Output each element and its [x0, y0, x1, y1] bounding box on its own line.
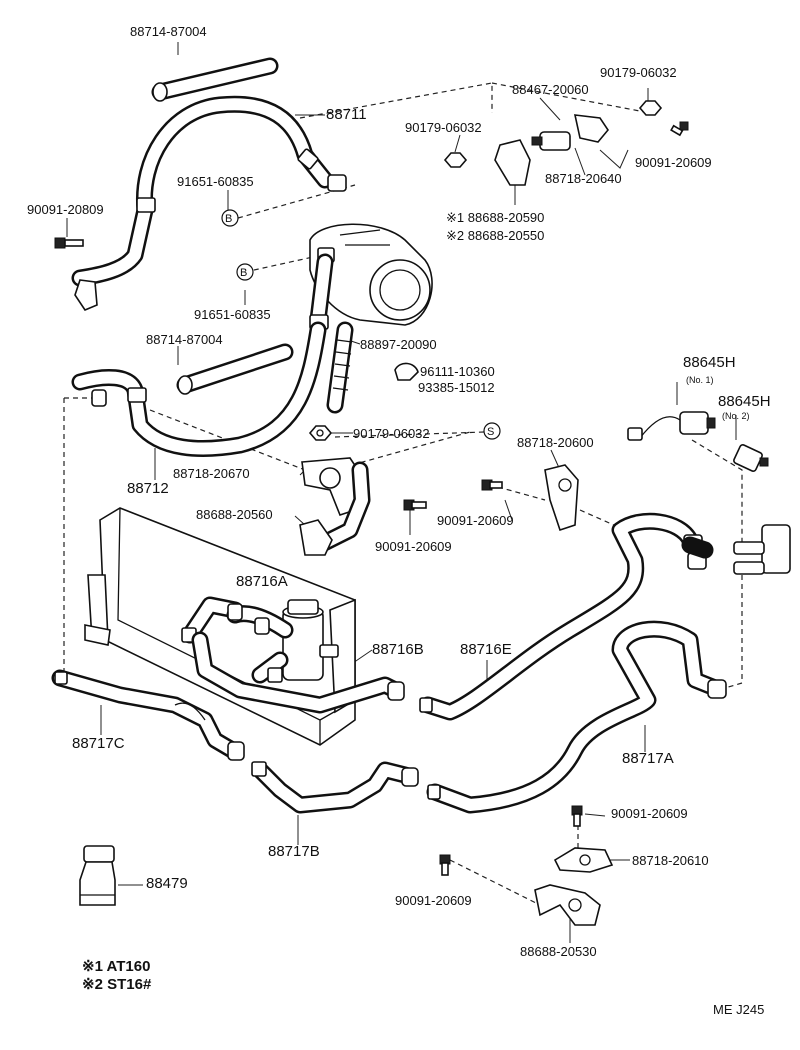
s-marker-text: S	[487, 426, 494, 438]
b-marker-text-2: B	[240, 267, 247, 279]
label-bracket-alt-2: ※2 88688-20550	[446, 229, 544, 243]
label-bracket-88718-20640: 88718-20640	[545, 171, 622, 186]
note-1-mark: ※1	[82, 958, 103, 975]
label-bracket-88718-20610: 88718-20610	[632, 853, 709, 868]
label-bolt-low: 90091-20609	[395, 893, 472, 908]
label-cap-88479: 88479	[146, 875, 188, 892]
label-bracket-88688-20560: 88688-20560	[196, 507, 273, 522]
note-1-text: AT160	[106, 958, 151, 975]
label-switch-88645h-no1: 88645H	[683, 354, 736, 371]
b-marker-text-1: B	[225, 213, 232, 225]
note-mark-1: ※1	[446, 210, 465, 225]
label-bracket-88688-20530: 88688-20530	[520, 944, 597, 959]
footer-code: ME J245	[713, 1002, 765, 1017]
label-bracket-88718-20670: 88718-20670	[173, 466, 250, 481]
label-bracket-88688-20550: 88688-20550	[467, 228, 545, 243]
label-bolt-left: 90091-20809	[27, 202, 104, 217]
label-tube-88716b: 88716B	[372, 641, 424, 658]
label-bracket-88688-20590: 88688-20590	[467, 210, 545, 225]
label-bolt-mid: 90091-20609	[375, 539, 452, 554]
label-receiver-88716a: 88716A	[236, 573, 288, 590]
label-oring-lower: 91651-60835	[194, 307, 271, 322]
note-2: ※2 ST16#	[82, 976, 152, 993]
label-switch-no1-sub: (No. 1)	[686, 375, 714, 385]
label-switch-no2-sub: (No. 2)	[722, 411, 750, 421]
label-bolt-top-right: 90091-20609	[635, 155, 712, 170]
note-2-text: ST16#	[107, 976, 152, 993]
label-bolt-low-right: 90091-20609	[611, 806, 688, 821]
label-hose-top-upper: 88714-87004	[130, 24, 207, 39]
label-nut-top-mid: 90179-06032	[405, 120, 482, 135]
label-bracket-88718-20600: 88718-20600	[517, 435, 594, 450]
label-nut-mid: 90179-06032	[353, 426, 430, 441]
label-switch-88645h-no2: 88645H	[718, 393, 771, 410]
label-switch-88467: 88467-20060	[512, 82, 589, 97]
label-tube-88717c: 88717C	[72, 735, 125, 752]
label-bolt-mid-right: 90091-20609	[437, 513, 514, 528]
label-hose-88711: 88711	[326, 106, 367, 123]
note-2-mark: ※2	[82, 976, 103, 993]
label-tube-88717b: 88717B	[268, 843, 320, 860]
label-clamp-96111: 96111-10360	[420, 364, 495, 379]
label-sensor-93385: 93385-15012	[418, 380, 495, 395]
note-1: ※1 AT160	[82, 958, 151, 975]
label-hose-88897: 88897-20090	[360, 337, 437, 352]
label-hose-mid: 88714-87004	[146, 332, 223, 347]
label-bracket-alt-1: ※1 88688-20590	[446, 211, 544, 225]
note-mark-2: ※2	[446, 228, 465, 243]
label-hose-88712: 88712	[127, 480, 169, 497]
label-tube-88717a: 88717A	[622, 750, 674, 767]
label-tube-88716e: 88716E	[460, 641, 512, 658]
label-nut-top-right: 90179-06032	[600, 65, 677, 80]
label-oring-upper: 91651-60835	[177, 174, 254, 189]
